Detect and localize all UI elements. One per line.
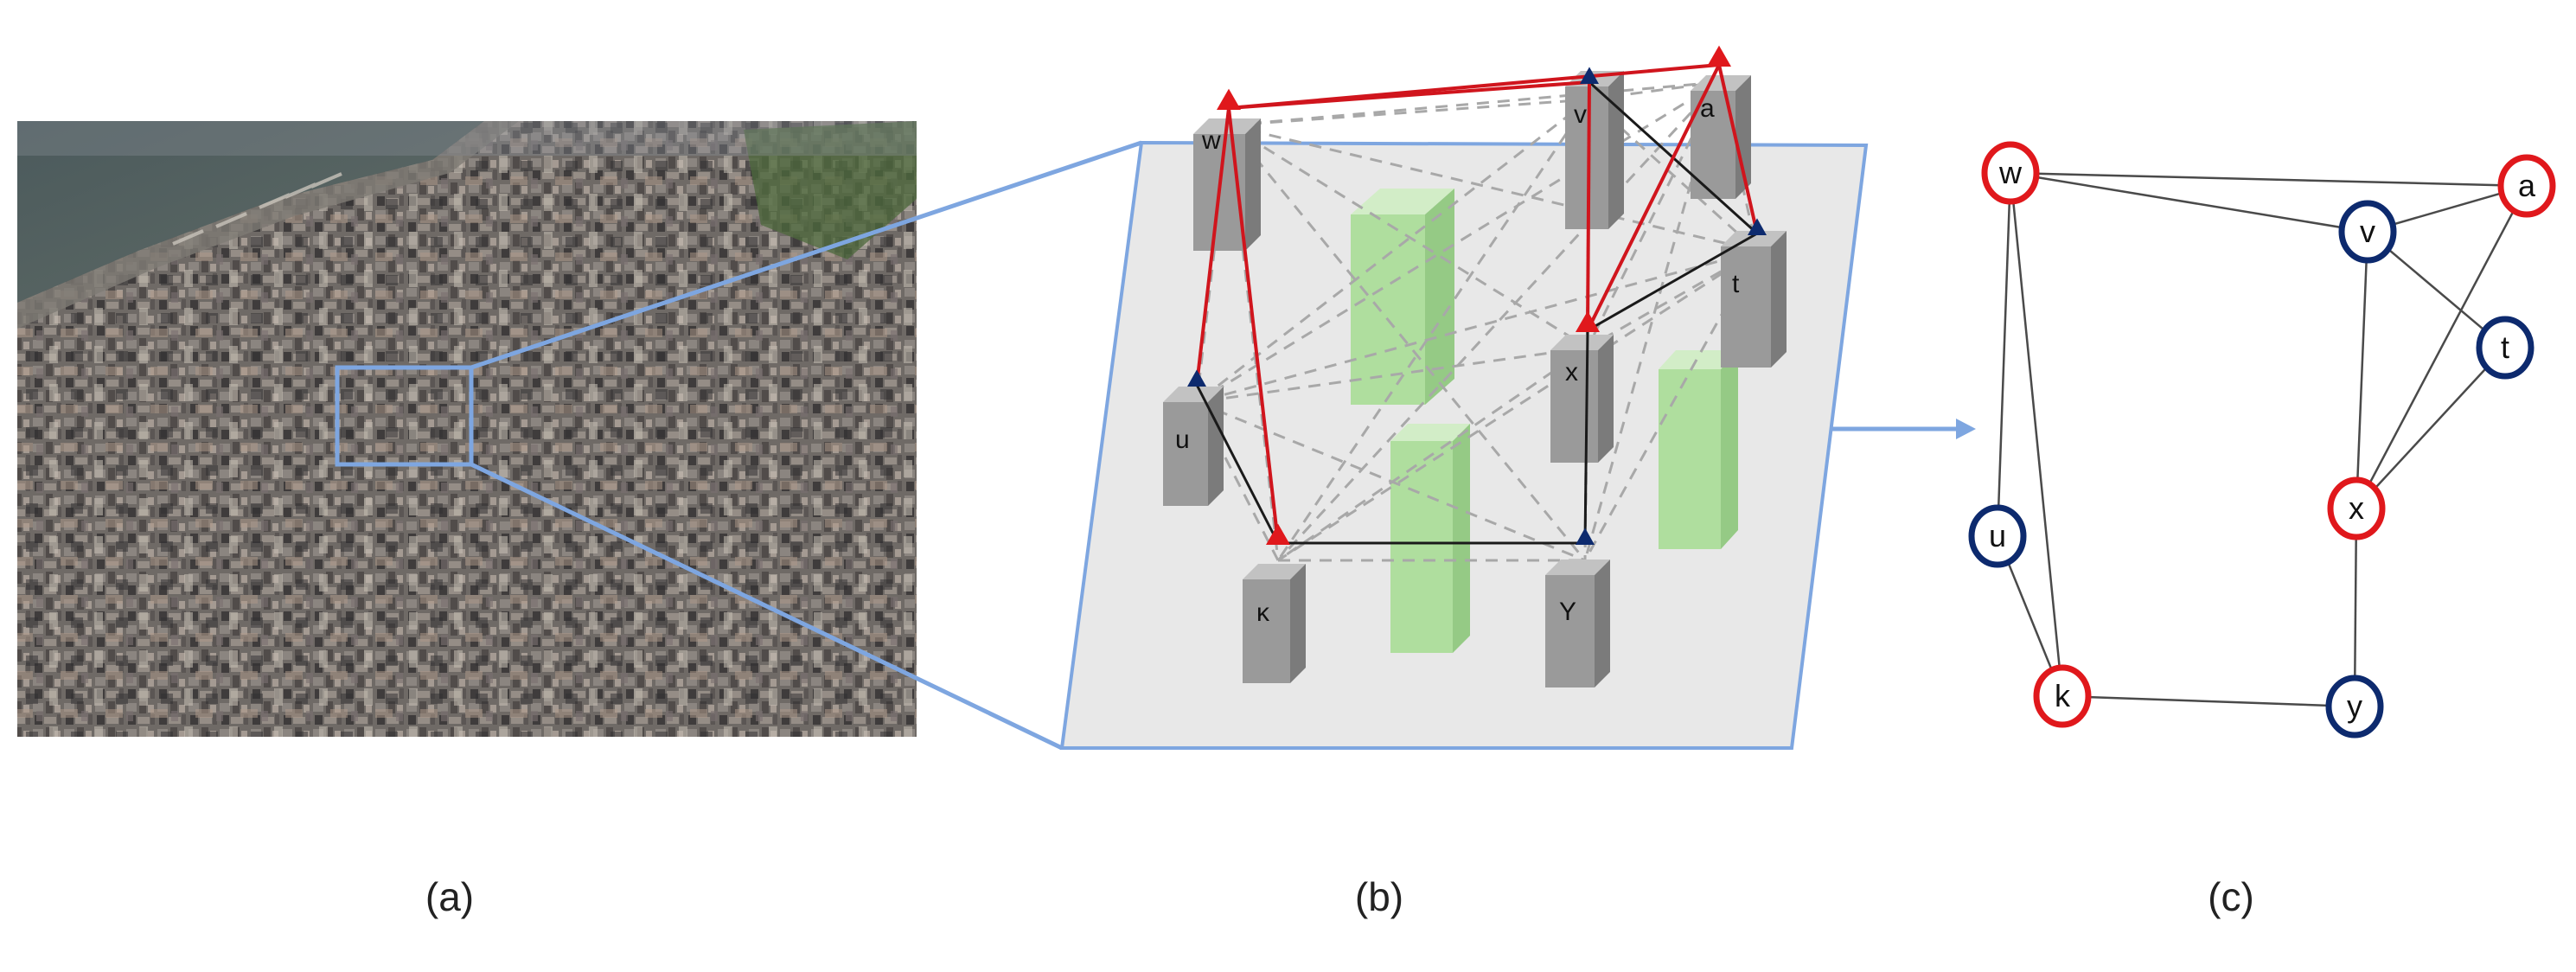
graph-edge-w-k <box>2009 172 2064 697</box>
antenna-markers <box>1187 45 1767 545</box>
candidate-link-w-t <box>1228 124 1758 253</box>
graph-node-label-a: a <box>2518 168 2536 203</box>
graph-edge-w-v <box>2010 171 2368 233</box>
graph-node-label-x: x <box>2349 490 2364 526</box>
candidate-link-t-u <box>1196 249 1758 404</box>
candidate-link-u-y <box>1196 400 1586 562</box>
graph-node-x: x <box>2327 476 2386 540</box>
graph-node-u: u <box>1968 504 2027 568</box>
candidate-link-v-k <box>1276 99 1591 561</box>
red-link-w-u <box>1195 107 1230 386</box>
marker-t <box>1748 218 1767 235</box>
red-link-a-x <box>1586 64 1721 331</box>
building-label-x: x <box>1565 358 1578 387</box>
marker-y <box>1576 528 1595 545</box>
building-w <box>1193 118 1261 251</box>
graph-edge-w-a <box>2010 171 2528 188</box>
zoom-connector-lines <box>470 140 1142 751</box>
candidate-link-v-t <box>1588 98 1759 253</box>
graph-node-label-v: v <box>2360 214 2375 249</box>
graph-edge-k-y <box>2061 694 2355 708</box>
building-u <box>1163 387 1224 506</box>
caption-a: (a) <box>425 874 475 919</box>
building-k <box>1243 564 1306 683</box>
building-label-y: Y <box>1559 598 1576 626</box>
candidate-link-w-v <box>1228 98 1590 127</box>
candidate-link-t-k <box>1277 249 1758 562</box>
graph-node-label-k: k <box>2055 678 2071 713</box>
aerial-city-photo <box>17 121 917 737</box>
building-v <box>1565 71 1624 229</box>
black-link-x-y <box>1583 329 1589 544</box>
abstract-graph: w a v t x u k y <box>1968 141 2556 739</box>
black-link-x-t <box>1587 232 1758 332</box>
marker-w <box>1217 88 1241 110</box>
marker-k <box>1266 523 1290 545</box>
grey-buildings <box>1163 71 1787 687</box>
graph-edge-x-y <box>2353 508 2358 707</box>
building-y <box>1545 560 1610 687</box>
candidate-link-x-k <box>1277 346 1588 562</box>
building-t <box>1721 231 1787 368</box>
building-label-t: t <box>1732 270 1740 298</box>
building-label-w: w <box>1201 126 1221 155</box>
graph-node-t: t <box>2476 316 2534 380</box>
red-link-w-k <box>1227 107 1280 544</box>
arrow-to-graph <box>1830 419 1976 439</box>
building-label-a: a <box>1700 94 1715 123</box>
candidate-link-a-k <box>1276 80 1721 562</box>
graph-edge-v-x <box>2355 231 2369 509</box>
red-link-w-a <box>1228 63 1720 110</box>
candidate-link-x-u <box>1196 346 1588 404</box>
graph-node-w: w <box>1981 141 2040 205</box>
caption-b: (b) <box>1354 874 1404 919</box>
graph-node-label-w: w <box>1998 155 2023 190</box>
building-label-k: κ <box>1256 598 1270 627</box>
red-link-a-t <box>1717 64 1759 234</box>
caption-c: (c) <box>2208 874 2254 919</box>
graph-edge-w-u <box>1996 172 2012 537</box>
candidate-link-w-y <box>1227 125 1587 561</box>
graph-node-a: a <box>2497 154 2556 218</box>
marker-u <box>1187 369 1206 387</box>
building-x <box>1550 335 1614 463</box>
marker-x <box>1576 310 1600 332</box>
graph-node-k: k <box>2033 664 2092 728</box>
panel-b-labels: w v a t x u κ Y <box>1175 94 1740 627</box>
building-network-schematic: w v a t x u κ Y <box>1059 45 1869 750</box>
graph-nodes: w a v t x u k y <box>1968 141 2556 739</box>
candidate-link-t-y <box>1583 250 1759 561</box>
building-label-u: u <box>1175 425 1190 454</box>
graph-edges <box>1996 171 2528 708</box>
building-label-v: v <box>1574 100 1587 129</box>
graph-edge-a-x <box>2355 185 2528 509</box>
marker-a <box>1707 45 1731 67</box>
black-link-u-k <box>1195 384 1280 544</box>
candidate-link-w-x <box>1228 124 1588 349</box>
graph-node-label-u: u <box>1989 518 2006 553</box>
graph-node-y: y <box>2325 675 2384 739</box>
red-links <box>1195 63 1759 544</box>
graph-edge-t-x <box>2355 347 2506 509</box>
graph-node-v: v <box>2338 200 2397 264</box>
graph-node-label-y: y <box>2347 688 2362 724</box>
graph-node-label-t: t <box>2501 329 2509 365</box>
red-link-v-x <box>1586 81 1591 331</box>
marker-v <box>1580 67 1599 84</box>
